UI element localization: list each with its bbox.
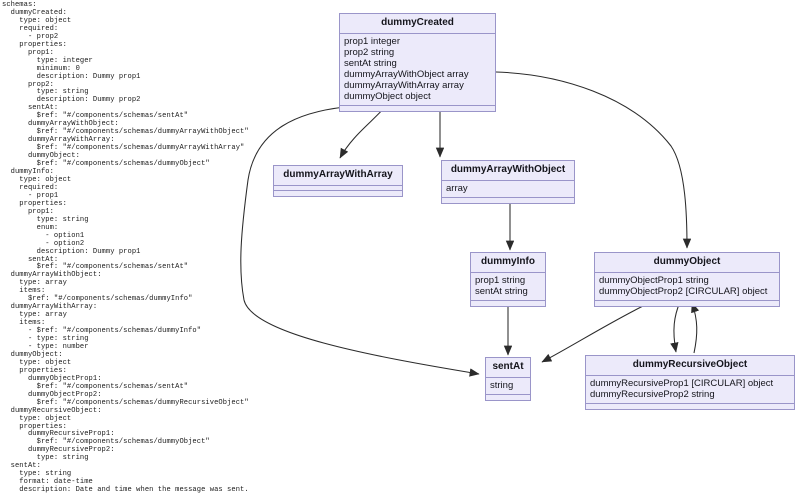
- attribute-row: prop1 string: [475, 275, 526, 286]
- node-dummyRecursiveObject-attributes: dummyRecursiveProp1 [CIRCULAR] object du…: [586, 376, 794, 404]
- attribute-row: dummyObjectProp1 string: [599, 275, 709, 286]
- edge-dummyCreated-to-sentAt: [240, 106, 480, 377]
- node-dummyInfo-footer: [471, 301, 545, 306]
- node-sentAt-footer: [486, 395, 530, 400]
- edge-dummyRecursiveObject-to-dummyObject: [691, 302, 700, 354]
- node-dummyArrayWithArray-attributes: [274, 186, 402, 191]
- attribute-row: sentAt string: [344, 58, 397, 69]
- node-dummyArrayWithObject[interactable]: dummyArrayWithObject array: [441, 160, 575, 204]
- node-dummyCreated-attributes: prop1 integer prop2 string sentAt string…: [340, 34, 495, 106]
- edge-dummyObject-to-sentAt: [541, 301, 652, 363]
- node-dummyCreated-footer: [340, 106, 495, 111]
- attribute-row: prop1 integer: [344, 36, 400, 47]
- edge-dummyCreated-to-dummyObject: [495, 71, 692, 249]
- node-dummyArrayWithObject-title: dummyArrayWithObject: [442, 161, 574, 181]
- attribute-row: dummyArrayWithArray array: [344, 80, 464, 91]
- node-dummyInfo-title: dummyInfo: [471, 253, 545, 273]
- node-dummyArrayWithObject-attributes: array: [442, 181, 574, 198]
- node-dummyRecursiveObject-title: dummyRecursiveObject: [586, 356, 794, 376]
- edge-dummyCreated-to-dummyArrayWithArray: [339, 106, 386, 159]
- edge-dummyObject-to-dummyRecursiveObject: [670, 301, 681, 353]
- node-dummyCreated-title: dummyCreated: [340, 14, 495, 34]
- attribute-row: dummyRecursiveProp2 string: [590, 389, 715, 400]
- node-sentAt-attributes: string: [486, 378, 530, 395]
- attribute-row: sentAt string: [475, 286, 528, 297]
- attribute-row: dummyObjectProp2 [CIRCULAR] object: [599, 286, 768, 297]
- node-sentAt[interactable]: sentAt string: [485, 357, 531, 401]
- node-dummyInfo[interactable]: dummyInfo prop1 string sentAt string: [470, 252, 546, 307]
- diagram-edge-layer: [240, 71, 700, 377]
- attribute-row: array: [446, 183, 468, 194]
- node-dummyCreated[interactable]: dummyCreated prop1 integer prop2 string …: [339, 13, 496, 112]
- node-dummyArrayWithObject-footer: [442, 198, 574, 203]
- node-dummyObject[interactable]: dummyObject dummyObjectProp1 string dumm…: [594, 252, 780, 307]
- node-sentAt-title: sentAt: [486, 358, 530, 378]
- attribute-row: dummyObject object: [344, 91, 431, 102]
- attribute-row: dummyRecursiveProp1 [CIRCULAR] object: [590, 378, 774, 389]
- node-dummyRecursiveObject-footer: [586, 404, 794, 409]
- attribute-row: dummyArrayWithObject array: [344, 69, 469, 80]
- schema-class-diagram: dummyCreated prop1 integer prop2 string …: [240, 13, 795, 410]
- node-dummyArrayWithArray[interactable]: dummyArrayWithArray: [273, 165, 403, 197]
- node-dummyObject-title: dummyObject: [595, 253, 779, 273]
- node-dummyObject-footer: [595, 301, 779, 306]
- node-dummyArrayWithArray-footer: [274, 191, 402, 196]
- attribute-row: string: [490, 380, 514, 391]
- node-dummyRecursiveObject[interactable]: dummyRecursiveObject dummyRecursiveProp1…: [585, 355, 795, 410]
- attribute-row: prop2 string: [344, 47, 395, 58]
- node-dummyArrayWithArray-title: dummyArrayWithArray: [274, 166, 402, 186]
- node-dummyInfo-attributes: prop1 string sentAt string: [471, 273, 545, 301]
- node-dummyObject-attributes: dummyObjectProp1 string dummyObjectProp2…: [595, 273, 779, 301]
